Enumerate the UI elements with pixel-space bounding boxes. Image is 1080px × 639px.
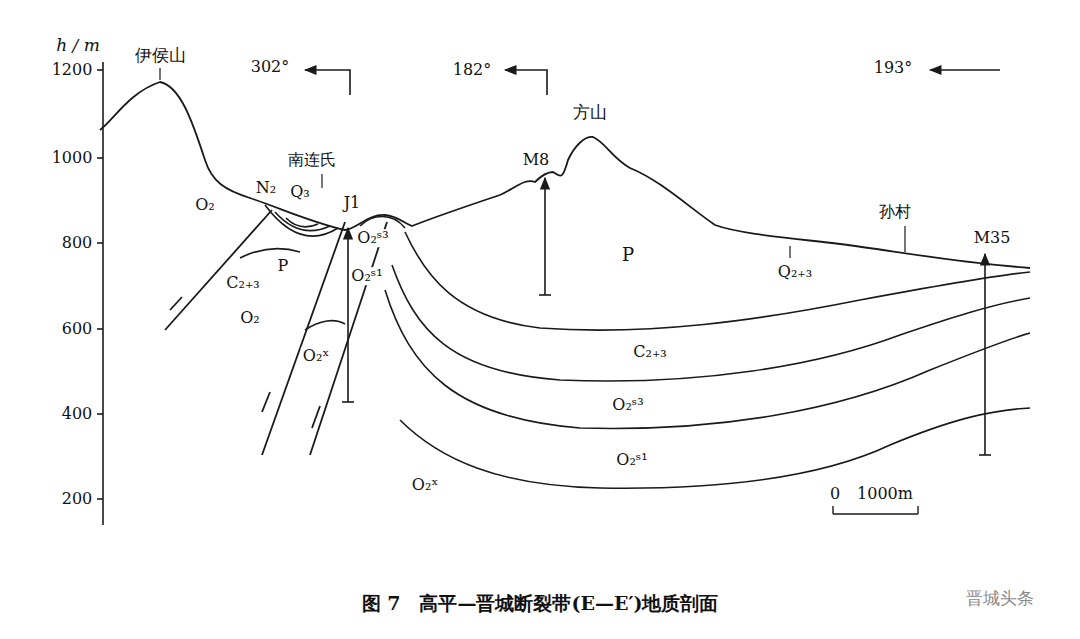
axis-label: 800 <box>60 234 95 252</box>
map-label: 193° <box>872 59 915 77</box>
map-label: O₂ˢ³ <box>355 229 390 247</box>
axis-label: 1200 <box>50 61 95 79</box>
map-label: J1 <box>342 194 363 212</box>
map-label: N₂ <box>254 179 278 197</box>
location-ticks <box>160 68 905 258</box>
faults <box>165 210 387 455</box>
map-label: Q₃ <box>288 183 312 201</box>
map-label: C₂₊₃ <box>224 274 262 292</box>
axis <box>102 62 104 525</box>
map-label: Q₂₊₃ <box>776 263 814 281</box>
map-label: 0 <box>828 485 842 503</box>
scale-bar <box>833 506 918 514</box>
map-label: M35 <box>972 229 1013 247</box>
map-label: 182° <box>451 61 494 79</box>
boreholes <box>342 178 991 455</box>
watermark: 晋城头条 <box>964 589 1036 608</box>
map-label: C₂₊₃ <box>631 343 669 361</box>
terrain-profile <box>100 82 1030 268</box>
map-label: O₂ <box>238 309 262 327</box>
map-label: 孙村 <box>877 203 913 221</box>
map-label: O₂ˣ <box>410 476 440 494</box>
axis-label: 600 <box>60 320 95 338</box>
map-label: 南连氏 <box>286 151 338 169</box>
map-label: 1000m <box>855 485 915 503</box>
map-label: O₂ˢ¹ <box>349 267 384 285</box>
map-label: M8 <box>521 151 552 169</box>
map-label: O₂ <box>193 196 217 214</box>
map-label: 方山 <box>571 103 609 122</box>
axis-label: 1000 <box>50 149 95 167</box>
axis-label: 200 <box>60 490 95 508</box>
figure-caption: 图 7 高平—晋城断裂带(E—E′)地质剖面 <box>362 591 719 617</box>
strata-boundaries <box>240 205 1030 488</box>
axis-ticks <box>97 70 103 499</box>
map-label: P <box>276 257 291 275</box>
axis-label: h / m <box>54 36 102 55</box>
map-label: O₂ˣ <box>301 347 331 365</box>
axis-label: 400 <box>60 405 95 423</box>
map-label: 伊侯山 <box>133 46 188 65</box>
map-label: 302° <box>249 58 292 76</box>
map-label: O₂ˢ³ <box>610 396 645 414</box>
map-label: P <box>620 245 636 265</box>
map-label: O₂ˢ¹ <box>614 451 649 469</box>
